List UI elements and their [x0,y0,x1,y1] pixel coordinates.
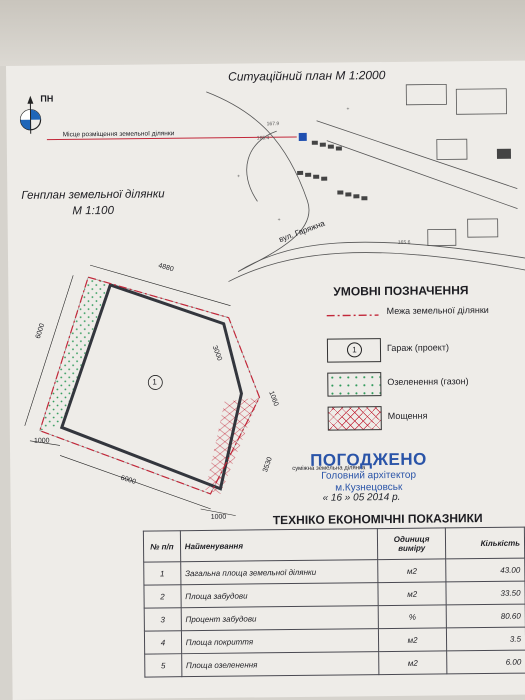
header-qty: Кількість [445,527,525,559]
paving-swatch [327,406,382,431]
dim-1000-left: 1000 [33,437,50,445]
legend-label-boundary: Межа земельної ділянки [386,304,489,317]
svg-text:167.9: 167.9 [267,121,280,127]
svg-text:165.6: 165.6 [398,240,411,246]
general-plan-title: Генплан земельної ділянки М 1:100 [21,186,165,219]
svg-text:+: + [278,217,281,223]
tep-title: ТЕХНІКО ЕКОНОМІЧНІ ПОКАЗНИКИ [272,511,483,528]
row-qty: 3.5 [446,627,525,651]
location-leader-line [46,136,297,141]
header-unit: Одиниця виміру [377,527,447,560]
tep-header-row: № п/п Найменування Одиниця виміру Кількі… [143,527,525,563]
row-num: 2 [143,584,181,609]
garage-symbol-box: 1 [326,338,382,363]
legend-label-paving: Мощення [387,410,428,422]
row-qty: 6.00 [447,650,525,674]
row-qty: 43.00 [446,558,525,582]
row-num: 3 [144,607,182,632]
row-num: 4 [144,630,182,655]
row-unit: м2 [377,581,447,606]
legend-title: УМОВНІ ПОЗНАЧЕННЯ [333,283,469,299]
stamp-line1: Головний архітектор [321,469,417,482]
north-label: ПН [40,93,54,104]
row-name: Площа забудови [180,582,378,608]
svg-text:+: + [346,106,349,112]
general-plan-scale: М 1:100 [72,204,115,218]
boundary-line-icon [326,314,379,317]
row-unit: м2 [378,650,448,675]
tep-table: № п/п Найменування Одиниця виміру Кількі… [143,527,525,678]
legend-item-green: Озеленення (газон) [327,371,525,397]
legend-item-paving: Мощення [327,405,525,431]
row-unit: м2 [378,627,448,652]
header-num: № п/п [143,530,181,563]
stamp-title: ПОГОДЖЕНО [310,449,427,470]
row-qty: 80.60 [446,604,525,628]
row-qty: 33.50 [446,581,525,605]
general-plan-title-line1: Генплан земельної ділянки [21,188,165,202]
legend-item-garage: 1 Гараж (проект) [326,337,525,363]
row-num: 5 [144,653,182,678]
situation-map: 167.9 165.4 165.6 + + + [206,83,525,282]
stamp-date: « 16 » 05 2014 р. [322,491,401,504]
legend-item-boundary: Межа земельної ділянки [326,304,525,331]
garage-symbol: 1 [346,342,363,358]
legend-label-garage: Гараж (проект) [386,342,449,354]
row-num: 1 [143,561,181,586]
legend-label-green: Озеленення (газон) [387,376,469,388]
row-unit: % [377,604,447,629]
svg-text:+: + [237,174,240,180]
table-row: 5 Площа озеленення м2 6.00 [144,650,525,678]
row-unit: м2 [377,558,447,583]
site-plan-drawing [24,264,261,516]
north-arrow-icon [14,93,55,142]
row-name: Процент забудови [180,605,379,631]
svg-text:165.4: 165.4 [257,135,270,141]
paper-fold [0,0,525,66]
approval-stamp: ПОГОДЖЕНО Головний архітектор м.Кузнецов… [310,450,427,495]
header-name: Найменування [180,528,378,562]
row-name: Площа озеленення [181,651,379,677]
row-name: Загальна площа земельної ділянки [180,559,378,585]
drawing-sheet: Ситуаційний план М 1:2000 ПН Місце розмі… [6,60,525,700]
row-name: Площа покриття [181,628,379,654]
garage-number: 1 [152,377,157,387]
dim-1000-bottom: 1000 [210,513,227,521]
green-area-swatch [327,372,382,397]
